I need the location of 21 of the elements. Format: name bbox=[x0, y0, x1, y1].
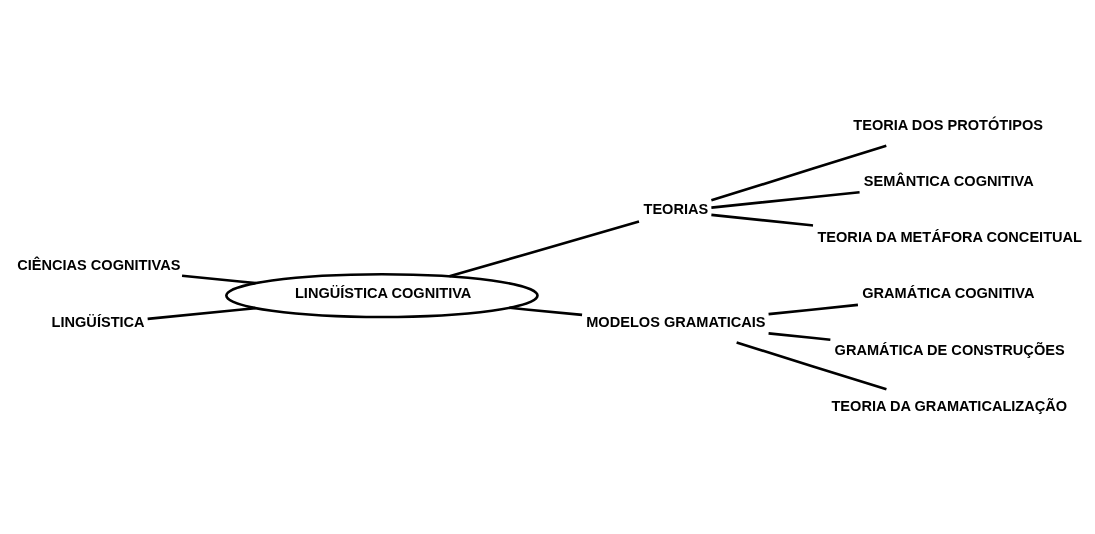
connector bbox=[449, 219, 640, 278]
node-text: SEMÂNTICA COGNITIVA bbox=[863, 172, 1034, 189]
connector bbox=[768, 331, 831, 341]
connector bbox=[509, 306, 583, 316]
node-text: TEORIA DA GRAMATICALIZAÇÃO bbox=[831, 397, 1068, 414]
node-text: TEORIA DA METÁFORA CONCEITUAL bbox=[817, 228, 1082, 245]
connector bbox=[181, 274, 256, 284]
connector bbox=[711, 190, 860, 209]
connector bbox=[768, 303, 859, 315]
node-text: CIÊNCIAS COGNITIVAS bbox=[17, 256, 181, 273]
node-text: TEORIAS bbox=[643, 200, 709, 217]
node-text: TEORIA DOS PROTÓTIPOS bbox=[853, 116, 1043, 133]
node-ellipse: LINGÜÍSTICA COGNITIVA bbox=[225, 272, 539, 318]
node-text: LINGÜÍSTICA bbox=[51, 313, 145, 330]
node-text: GRAMÁTICA DE CONSTRUÇÕES bbox=[834, 341, 1065, 358]
node-text: GRAMÁTICA COGNITIVA bbox=[862, 284, 1035, 301]
connector bbox=[711, 213, 814, 227]
connector bbox=[736, 340, 887, 391]
connector bbox=[147, 306, 256, 320]
connector bbox=[711, 143, 887, 202]
node-text: MODELOS GRAMATICAIS bbox=[586, 313, 766, 330]
